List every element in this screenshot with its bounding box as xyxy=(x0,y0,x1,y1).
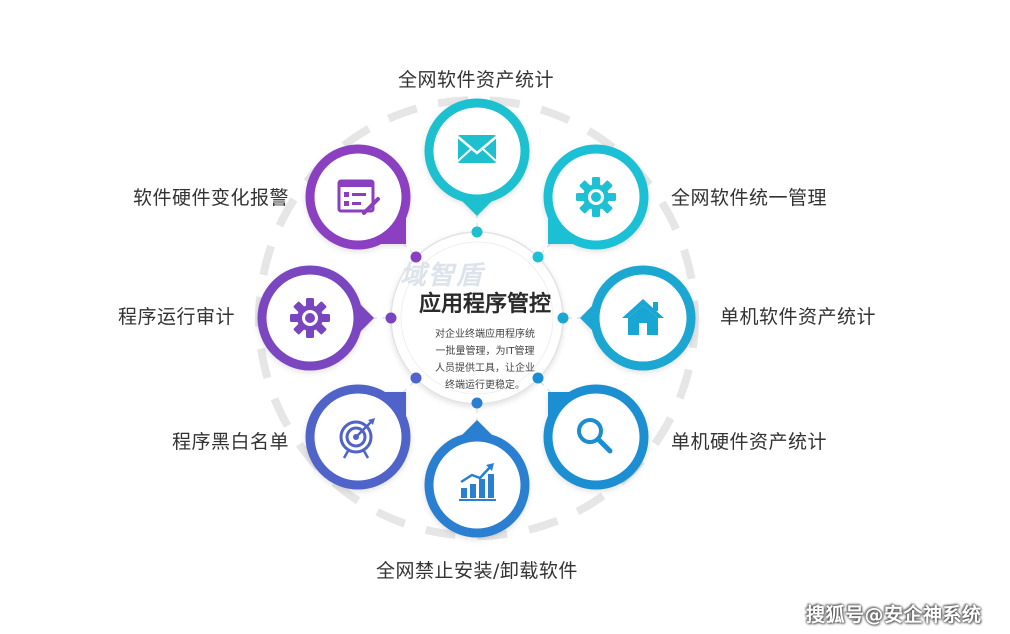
label-block-install-uninstall: 全网禁止安装/卸载软件 xyxy=(376,560,578,582)
dot-envelope xyxy=(471,226,483,238)
dot-magnifier xyxy=(532,372,544,384)
label-single-hardware-assets: 单机硬件资产统计 xyxy=(671,431,828,453)
label-program-blackwhite-list: 程序黑白名单 xyxy=(172,431,290,453)
node-hw-sw-change-alert xyxy=(305,144,411,250)
magnifier-icon xyxy=(577,418,613,454)
node-block-install-uninstall xyxy=(424,420,530,538)
label-single-software-assets: 单机软件资产统计 xyxy=(720,306,877,328)
dot-target xyxy=(410,372,422,384)
edit-form-icon xyxy=(337,179,380,215)
gear-icon xyxy=(576,177,616,217)
watermark: 域智盾 xyxy=(400,261,485,291)
dot-gear-left xyxy=(385,312,397,324)
dot-chart xyxy=(471,397,483,409)
description-line: 一批量管理，为IT管理 xyxy=(435,346,535,357)
target-icon xyxy=(339,418,375,459)
center-inner-ring xyxy=(400,241,554,395)
label-software-unified-manage: 全网软件统一管理 xyxy=(671,187,828,209)
center-description: 对企业终端应用程序统 一批量管理，为IT管理 人员提供工具，让企业 终端运行更稳… xyxy=(410,326,560,394)
description-line: 人员提供工具，让企业 xyxy=(435,363,535,374)
dot-house xyxy=(557,312,569,324)
growth-chart-icon xyxy=(459,463,496,501)
dot-form xyxy=(410,251,422,263)
center-title: 应用程序管控 xyxy=(418,292,551,317)
gear-icon xyxy=(290,298,330,338)
description-line: 终端运行更稳定。 xyxy=(445,380,525,391)
envelope-icon xyxy=(457,135,497,163)
dot-gear-right xyxy=(532,251,544,263)
node-single-hardware-assets xyxy=(543,384,649,490)
label-program-run-audit: 程序运行审计 xyxy=(118,306,236,328)
description-line: 对企业终端应用程序统 xyxy=(435,329,535,340)
source-credit: 搜狐号@安企神系统 xyxy=(806,604,982,626)
house-icon xyxy=(622,299,664,335)
label-hw-sw-change-alert: 软件硬件变化报警 xyxy=(133,187,290,209)
label-software-assets-all: 全网软件资产统计 xyxy=(398,69,555,91)
